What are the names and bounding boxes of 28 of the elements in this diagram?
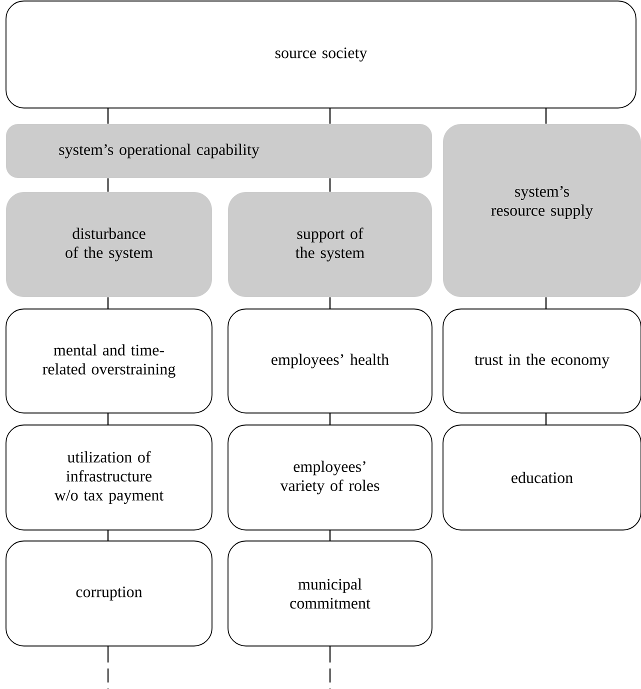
factor-box: trust in the economy [442,308,641,414]
factor-box: municipal commitment [228,540,432,646]
factor-box: utilization of infrastructure w/o tax payment [6,424,212,530]
factor-box: corruption [6,540,212,646]
category-box: system’s resource supply [443,124,641,297]
connector-line [329,413,331,425]
category-box: system’s operational capability [6,124,432,178]
connector-line [329,646,331,689]
category-box: support of the system [228,192,432,297]
connector-line [329,297,331,309]
category-box: disturbance of the system [6,192,212,297]
connector-line [107,178,109,192]
factor-box: source society [6,0,636,108]
factor-box: employees’ variety of roles [228,424,432,530]
connector-line [107,297,109,309]
connector-line [107,108,109,124]
connector-line [329,530,331,541]
connector-line [329,178,331,192]
connector-line [545,297,547,309]
connector-line [107,413,109,425]
connector-line [545,413,547,425]
connector-line [107,646,109,689]
factor-box: employees’ health [228,308,432,414]
factor-box: mental and time-related overstraining [6,308,212,414]
factor-box: education [442,424,641,530]
connector-line [545,108,547,124]
connector-line [107,530,109,541]
connector-line [329,108,331,124]
